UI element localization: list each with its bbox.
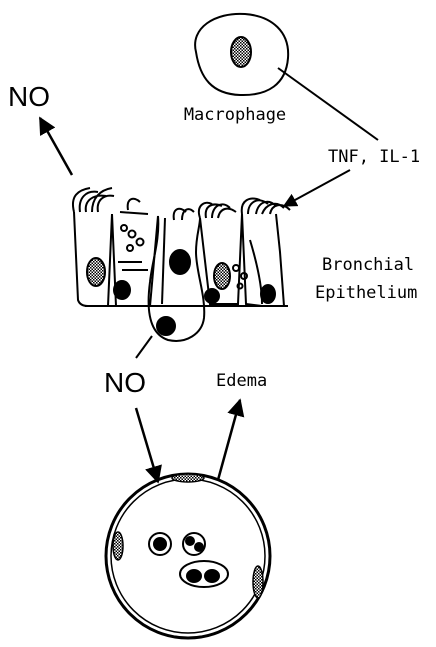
no-label-bottom: NO: [104, 367, 146, 398]
macrophage-to-cytokine-line: [278, 68, 378, 140]
blood-vessel: [106, 474, 270, 638]
macrophage-label: Macrophage: [184, 105, 286, 125]
edema-label: Edema: [216, 371, 267, 391]
macrophage-cell: [195, 14, 288, 95]
no-label-top: NO: [8, 81, 50, 112]
macrophage-nucleus: [231, 37, 251, 67]
cytokine-label: TNF, IL-1: [328, 147, 420, 167]
edema-arrow: [218, 400, 240, 480]
epithelium-to-no-line: [136, 336, 152, 358]
no-arrow-top: [40, 118, 72, 175]
no-arrow-to-vessel: [136, 408, 158, 482]
epithelium-label: Epithelium: [315, 283, 417, 303]
blood-cells: [149, 533, 228, 587]
epithelium-nuclei: [87, 250, 275, 335]
cytokine-arrow: [284, 170, 350, 206]
bronchial-label: Bronchial: [322, 255, 414, 275]
